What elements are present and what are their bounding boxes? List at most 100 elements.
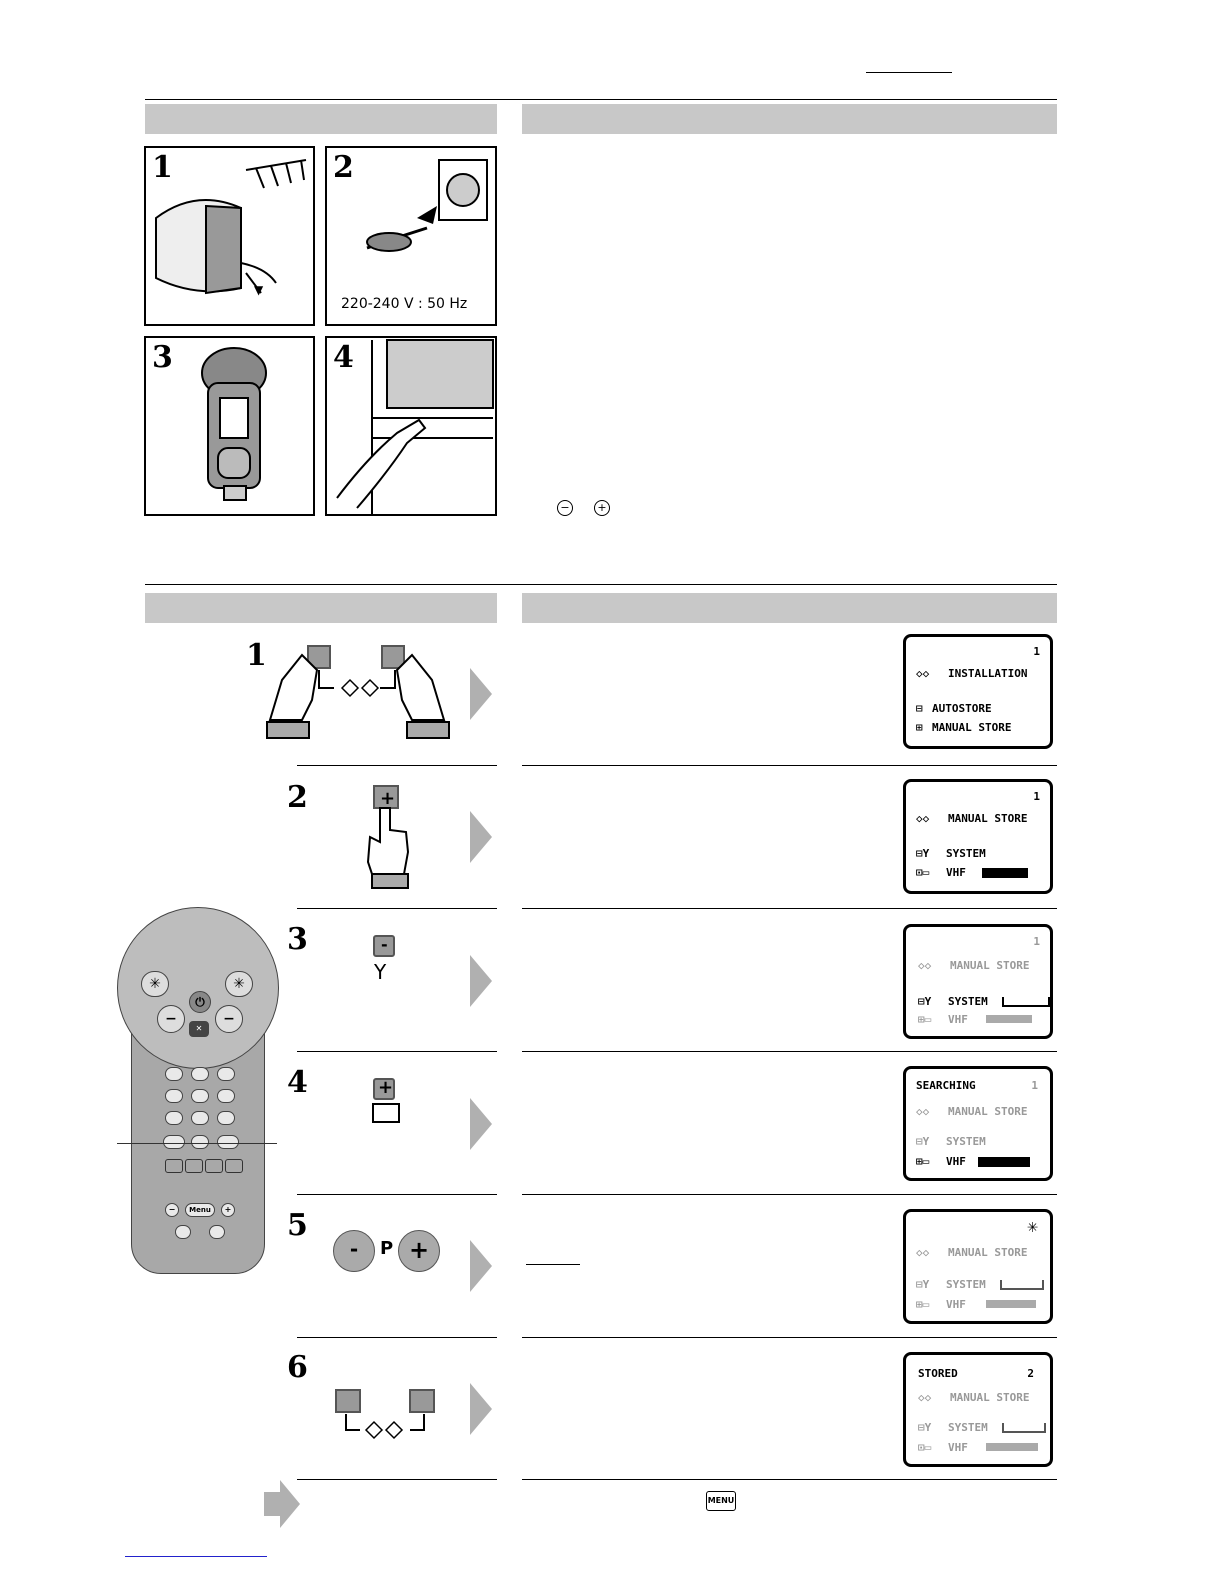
remote-ok-button[interactable] (209, 1225, 225, 1239)
osd-line2: VHF (948, 1013, 968, 1026)
antenna-icon: ⊟Y (918, 1421, 932, 1434)
step-number: 6 (287, 1350, 308, 1385)
step-rule (297, 1479, 497, 1480)
remote-digit-button[interactable] (165, 1067, 183, 1081)
antenna-icon: ⊟Y (916, 847, 930, 860)
remote-divider (117, 1143, 277, 1144)
panel-number: 1 (152, 150, 173, 185)
step-arrow-icon (470, 811, 492, 863)
osd-title: MANUAL STORE (948, 1105, 1028, 1118)
minus-key-icon: - (373, 935, 395, 957)
diamond-icon: ◇◇ (916, 1105, 930, 1118)
bottom-underline (125, 1556, 267, 1557)
remote-color-key[interactable] (185, 1159, 203, 1173)
step-rule (297, 765, 497, 766)
panel-number: 4 (333, 340, 354, 375)
remote-left-button[interactable]: − (157, 1005, 185, 1033)
remote-digit-button[interactable] (191, 1111, 209, 1125)
two-hands-press-icon (266, 645, 450, 739)
remote-mute-button[interactable]: ✕ (189, 1021, 209, 1037)
osd-line2: MANUAL STORE (932, 721, 1012, 734)
panel-mains-plug: 2 220-240 V : 50 Hz (325, 146, 497, 326)
osd-bar (986, 1300, 1036, 1308)
osd-bar (986, 1443, 1038, 1451)
osd-program-number: 1 (1033, 935, 1040, 948)
plus-box-icon: ⊞ (916, 721, 923, 734)
osd-status: SEARCHING (916, 1079, 976, 1092)
remote-digit-button[interactable] (217, 1111, 235, 1125)
step-number: 1 (246, 638, 267, 673)
step-rule (522, 1051, 1057, 1052)
remote-digit-button[interactable] (217, 1067, 235, 1081)
osd-title: MANUAL STORE (948, 1246, 1028, 1259)
diamond-icon: ◇◇ (918, 959, 932, 972)
osd-program-number: 1 (1031, 1079, 1038, 1092)
osd-manual-store: 1 ◇◇ MANUAL STORE ⊟Y SYSTEM ⊡▭ VHF (903, 779, 1053, 894)
remote-digit-button[interactable] (191, 1135, 209, 1149)
remote-volume-left-button[interactable]: ✳ (141, 971, 169, 997)
step-arrow-icon (470, 955, 492, 1007)
remote-digit-button[interactable] (165, 1111, 183, 1125)
step-number: 5 (287, 1208, 308, 1243)
step-rule (522, 1479, 1057, 1480)
section1-right-header (522, 104, 1057, 134)
program-minus-button-icon: - (333, 1230, 375, 1272)
program-label: P (380, 1238, 394, 1259)
step-rule (297, 1194, 497, 1195)
step-rule (522, 765, 1057, 766)
osd-bracket (1002, 1423, 1046, 1433)
step-rule (297, 1337, 497, 1338)
remote-minus-button[interactable]: − (165, 1203, 179, 1217)
step-rule (297, 908, 497, 909)
step-arrow-icon (470, 1383, 492, 1435)
diamond-icon: ◇◇ (916, 812, 930, 825)
osd-bar (986, 1015, 1032, 1023)
section1-left-header (145, 104, 497, 134)
remote-exit-button[interactable] (175, 1225, 191, 1239)
sparkle-icon: ✳ (1027, 1216, 1038, 1237)
remote-function-button[interactable] (163, 1135, 185, 1149)
section-rule (145, 584, 1057, 585)
remote-color-key[interactable] (205, 1159, 223, 1173)
minus-box-icon: ⊟ (916, 702, 923, 715)
step-rule (297, 1051, 497, 1052)
osd-bar (982, 868, 1028, 878)
osd-line2: VHF (946, 1298, 966, 1311)
band-icon: ⊞▭ (916, 1155, 930, 1168)
step-number: 3 (287, 922, 308, 957)
remote-plus-button[interactable]: + (221, 1203, 235, 1217)
remote-digit-button[interactable] (165, 1089, 183, 1103)
band-icon: ⊡▭ (916, 866, 930, 879)
remote-battery-illustration (201, 347, 267, 501)
osd-line2: VHF (948, 1441, 968, 1454)
svg-text:+: + (380, 788, 395, 809)
text-underline (526, 1264, 580, 1265)
osd-bracket (1000, 1280, 1044, 1290)
step-number: 2 (287, 780, 308, 815)
remote-function-button[interactable] (217, 1135, 239, 1149)
remote-color-key[interactable] (165, 1159, 183, 1173)
remote-control: ✳ ✳ ⏻ − − ✕ − Menu + (117, 907, 279, 1277)
osd-program-number: 1 (1033, 790, 1040, 803)
note-arrow-icon (264, 1480, 300, 1528)
antenna-icon: Y (374, 960, 387, 984)
remote-menu-button[interactable]: Menu (185, 1203, 215, 1217)
osd-title: MANUAL STORE (948, 812, 1028, 825)
osd-line1: SYSTEM (946, 1278, 986, 1291)
remote-digit-button[interactable] (191, 1089, 209, 1103)
remote-right-button[interactable]: − (215, 1005, 243, 1033)
remote-digit-button[interactable] (191, 1067, 209, 1081)
search-box-icon (372, 1103, 400, 1123)
step-number: 4 (287, 1065, 308, 1100)
remote-color-key[interactable] (225, 1159, 243, 1173)
tv-antenna-illustration: ▼ (155, 159, 307, 297)
remote-volume-right-button[interactable]: ✳ (225, 971, 253, 997)
osd-manual-store-system: 1 ◇◇ MANUAL STORE ⊟Y SYSTEM ⊞▭ VHF (903, 924, 1053, 1039)
plug-socket-illustration (366, 159, 488, 252)
plus-key-icon: + (373, 1077, 395, 1100)
remote-power-button[interactable]: ⏻ (189, 991, 211, 1013)
header-underline (866, 72, 952, 73)
press-plus-hand-icon: + (366, 785, 410, 889)
step-rule (522, 1194, 1057, 1195)
remote-digit-button[interactable] (217, 1089, 235, 1103)
